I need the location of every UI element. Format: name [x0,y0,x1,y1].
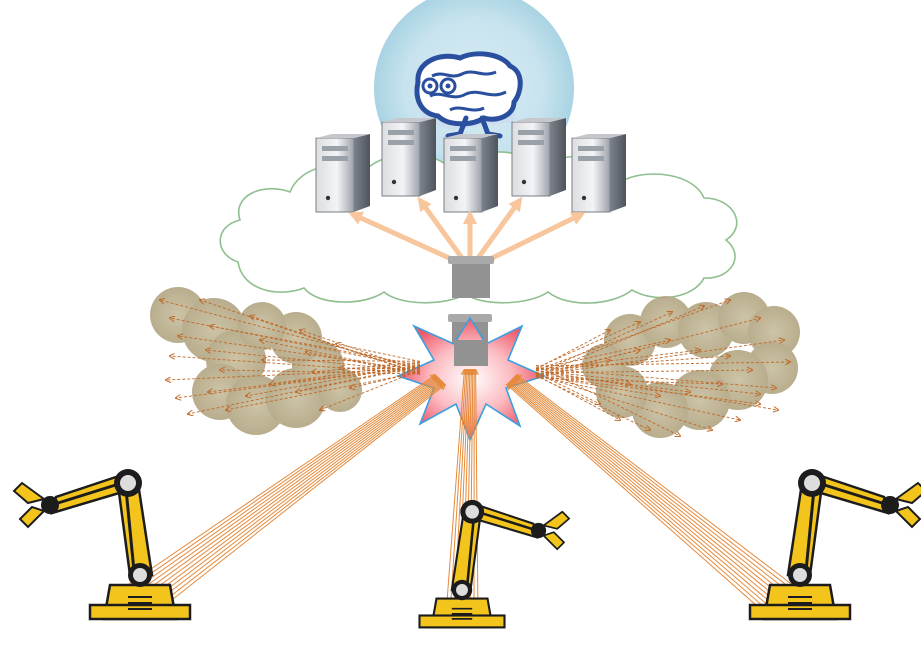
server-icon [316,134,370,212]
server-icon [382,118,436,196]
robot-arm-right [750,469,921,619]
server-icon [572,134,626,212]
robot-arm-left [14,469,190,619]
server-icon [512,118,566,196]
server-icon [444,134,498,212]
dust-cloud-left [150,287,362,435]
robot-arm-center [420,500,570,628]
gateway-bottom [454,340,488,366]
dust-cloud-right [582,292,800,438]
